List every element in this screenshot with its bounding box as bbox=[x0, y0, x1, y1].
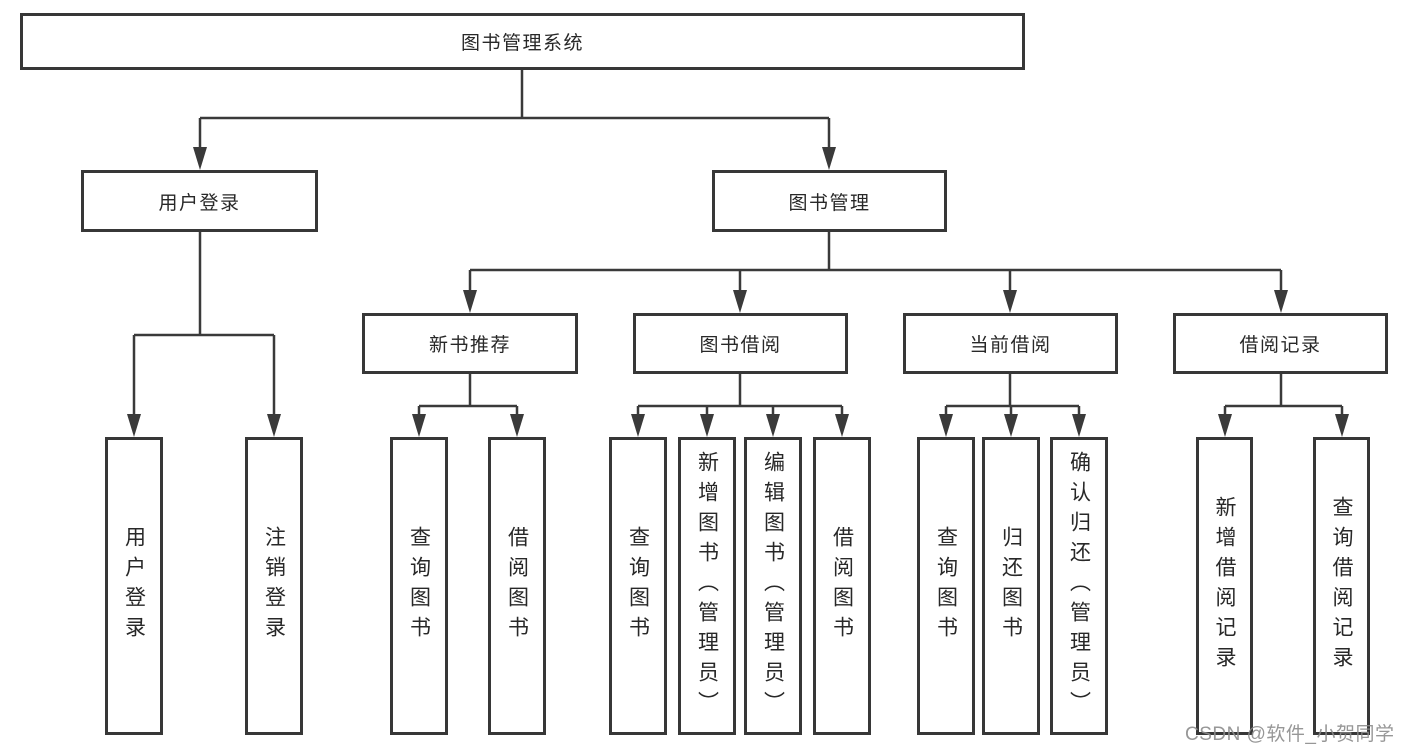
leaf-query-books-borrowing: 查询图书 bbox=[609, 437, 667, 735]
arrowhead-icon bbox=[733, 290, 747, 313]
leaf-borrow-books-recommend: 借阅图书 bbox=[488, 437, 546, 735]
leaf-borrow-books-borrowing-label: 借阅图书 bbox=[830, 526, 854, 646]
node-root-label: 图书管理系统 bbox=[460, 33, 584, 54]
leaf-query-books-current: 查询图书 bbox=[917, 437, 975, 735]
leaf-query-books-recommend: 查询图书 bbox=[390, 437, 448, 735]
leaf-logout: 注销登录 bbox=[245, 437, 303, 735]
arrowhead-icon bbox=[835, 414, 849, 437]
arrowhead-icon bbox=[267, 414, 281, 437]
leaf-user-login: 用户登录 bbox=[105, 437, 163, 735]
node-user-login-label: 用户登录 bbox=[158, 192, 241, 214]
arrowhead-icon bbox=[1004, 414, 1018, 437]
node-user-login: 用户登录 bbox=[81, 170, 318, 232]
connector-paths bbox=[132, 70, 1344, 417]
node-borrowing-records-label: 借阅记录 bbox=[1239, 335, 1322, 356]
arrowhead-icon bbox=[939, 414, 953, 437]
leaf-edit-book-admin-label: 编辑图书（管理员） bbox=[761, 451, 785, 721]
leaf-query-borrow-record-label: 查询借阅记录 bbox=[1330, 496, 1353, 676]
leaf-logout-label: 注销登录 bbox=[262, 526, 286, 646]
leaf-borrow-books-recommend-label: 借阅图书 bbox=[505, 526, 529, 646]
connector-root-split bbox=[198, 70, 831, 150]
arrowhead-icon bbox=[631, 414, 645, 437]
leaf-add-borrow-record-label: 新增借阅记录 bbox=[1213, 496, 1236, 676]
node-current-borrowing-label: 当前借阅 bbox=[969, 335, 1052, 356]
connector-current-borrowing-split bbox=[944, 374, 1081, 417]
node-new-book-recommend: 新书推荐 bbox=[362, 313, 578, 374]
connector-borrowing-records-split bbox=[1223, 374, 1344, 417]
leaf-return-book-label: 归还图书 bbox=[999, 526, 1023, 646]
leaf-add-book-admin-label: 新增图书（管理员） bbox=[695, 451, 719, 721]
leaf-confirm-return-admin: 确认归还（管理员） bbox=[1050, 437, 1108, 735]
leaf-query-books-current-label: 查询图书 bbox=[934, 526, 958, 646]
node-new-book-recommend-label: 新书推荐 bbox=[428, 335, 511, 356]
leaf-add-book-admin: 新增图书（管理员） bbox=[678, 437, 736, 735]
arrowhead-icon bbox=[463, 290, 477, 313]
leaf-query-books-borrowing-label: 查询图书 bbox=[626, 526, 650, 646]
leaf-confirm-return-admin-label: 确认归还（管理员） bbox=[1067, 451, 1091, 721]
arrowhead-icon bbox=[1003, 290, 1017, 313]
arrowhead-icon bbox=[510, 414, 524, 437]
arrowhead-icon bbox=[700, 414, 714, 437]
arrowhead-icon bbox=[822, 147, 836, 170]
leaf-return-book: 归还图书 bbox=[982, 437, 1040, 735]
node-book-management: 图书管理 bbox=[712, 170, 947, 232]
arrowhead-icon bbox=[1335, 414, 1349, 437]
arrowheads bbox=[127, 147, 1349, 437]
connector-book-borrowing-split bbox=[636, 374, 844, 417]
arrowhead-icon bbox=[1274, 290, 1288, 313]
arrowhead-icon bbox=[193, 147, 207, 170]
leaf-query-books-recommend-label: 查询图书 bbox=[407, 526, 431, 646]
leaf-edit-book-admin: 编辑图书（管理员） bbox=[744, 437, 802, 735]
node-book-borrowing: 图书借阅 bbox=[633, 313, 848, 374]
node-book-borrowing-label: 图书借阅 bbox=[699, 335, 782, 356]
arrowhead-icon bbox=[412, 414, 426, 437]
leaf-user-login-label: 用户登录 bbox=[122, 526, 146, 646]
connector-new-book-recommend-split bbox=[417, 374, 519, 417]
arrowhead-icon bbox=[1072, 414, 1086, 437]
leaf-borrow-books-borrowing: 借阅图书 bbox=[813, 437, 871, 735]
watermark: CSDN @软件_小贺同学 bbox=[1185, 724, 1395, 745]
arrowhead-icon bbox=[1218, 414, 1232, 437]
arrowhead-icon bbox=[127, 414, 141, 437]
leaf-query-borrow-record: 查询借阅记录 bbox=[1313, 437, 1370, 735]
connector-book-management-split bbox=[468, 232, 1283, 293]
node-borrowing-records: 借阅记录 bbox=[1173, 313, 1388, 374]
arrowhead-icon bbox=[766, 414, 780, 437]
node-book-management-label: 图书管理 bbox=[788, 192, 871, 214]
leaf-add-borrow-record: 新增借阅记录 bbox=[1196, 437, 1253, 735]
node-root: 图书管理系统 bbox=[20, 13, 1025, 70]
connector-user-login-split bbox=[132, 232, 276, 417]
node-current-borrowing: 当前借阅 bbox=[903, 313, 1118, 374]
